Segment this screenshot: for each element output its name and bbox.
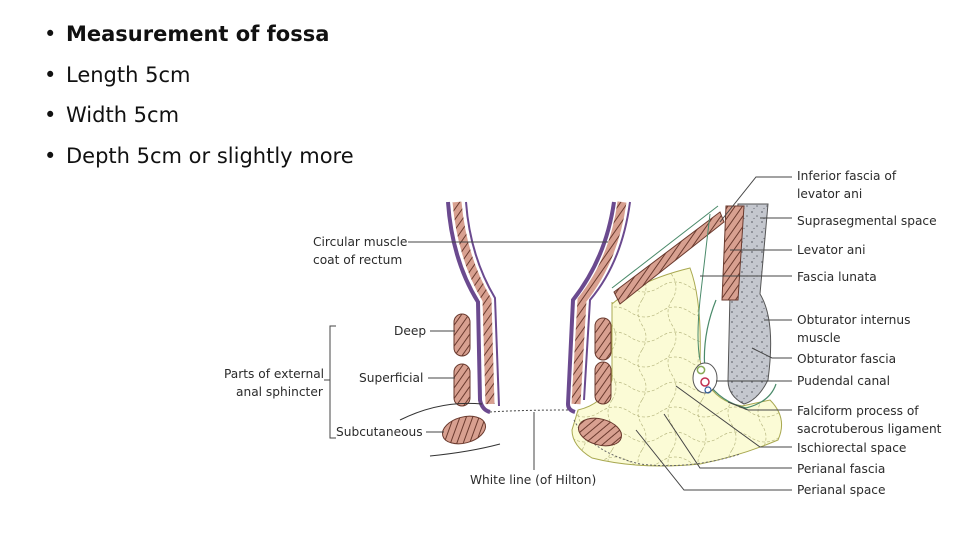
label-superficial: Superficial [359,371,423,385]
bullet-text: Depth 5cm or slightly more [66,143,354,168]
left-superficial-sphincter [453,363,471,407]
label-pudendal-canal: Pudendal canal [797,374,890,388]
levator-ani-muscle [613,211,725,305]
perianal-fascia-line [573,419,741,467]
bullet-item: • Depth 5cm or slightly more [44,136,354,177]
label-circular-muscle-1: Circular muscle [313,235,407,249]
label-perianal-fascia: Perianal fascia [797,462,885,476]
right-deep-sphincter [594,317,612,361]
right-mucosa-line [565,201,616,414]
bullet-item: • Measurement of fossa [44,14,354,55]
label-fascia-lunata: Fascia lunata [797,270,877,284]
bullet-text: Length 5cm [66,62,191,87]
label-obturator-fascia: Obturator fascia [797,352,896,366]
right-superficial-sphincter [594,361,612,405]
left-lower-skin [429,443,501,457]
label-falciform-2: sacrotuberous ligament [797,422,942,436]
left-circular-muscle [452,201,495,405]
left-leader-lines [324,241,608,470]
ischiorectal-fat [571,267,783,467]
right-anal-wall [565,201,631,414]
inferior-fascia-line [611,205,719,289]
left-deep-sphincter [453,313,471,357]
bullet-list: • Measurement of fossa • Length 5cm • Width… [44,14,354,176]
label-perianal-space: Perianal space [797,483,885,497]
left-skin-line [399,402,483,421]
right-subcutaneous-sphincter [577,417,623,447]
left-mucosa-line [446,201,491,414]
label-inferior-fascia-2: levator ani [797,187,862,201]
label-subcutaneous: Subcutaneous [336,425,423,439]
bullet-text: Width 5cm [66,103,180,127]
left-subcutaneous-sphincter [441,415,487,445]
right-leader-lines [635,176,792,491]
obturator-fascia-line [703,299,777,409]
label-parts-external-2: anal sphincter [236,385,324,399]
label-inferior-fascia-1: Inferior fascia of [797,169,897,183]
label-falciform-1: Falciform process of [797,404,919,418]
label-circular-muscle-2: coat of rectum [313,253,402,267]
pudendal-artery [700,377,710,387]
bullet-dot: • [44,143,57,168]
left-outer-line [465,201,500,407]
bullet-item: • Width 5cm [44,95,354,136]
right-outer-line [583,201,631,401]
bullet-dot: • [44,22,57,46]
label-parts-external-1: Parts of external [224,367,324,381]
label-suprasegmental: Suprasegmental space [797,214,937,228]
label-obturator-internus-2: muscle [797,331,841,345]
right-circular-muscle [571,201,627,405]
fascia-lunata-line [697,213,711,361]
pudendal-nerve [696,365,706,375]
bullet-dot: • [44,103,57,127]
bullet-text: Measurement of fossa [66,22,330,46]
label-levator-ani: Levator ani [797,243,865,257]
left-anal-wall [399,201,501,457]
bullet-item: • Length 5cm [44,55,354,96]
label-obturator-internus-1: Obturator internus [797,313,910,327]
bullet-dot: • [44,62,57,87]
label-ischiorectal: Ischiorectal space [797,441,906,455]
label-deep: Deep [394,324,426,338]
pudendal-vein [704,386,712,394]
label-white-line: White line (of Hilton) [470,473,596,487]
